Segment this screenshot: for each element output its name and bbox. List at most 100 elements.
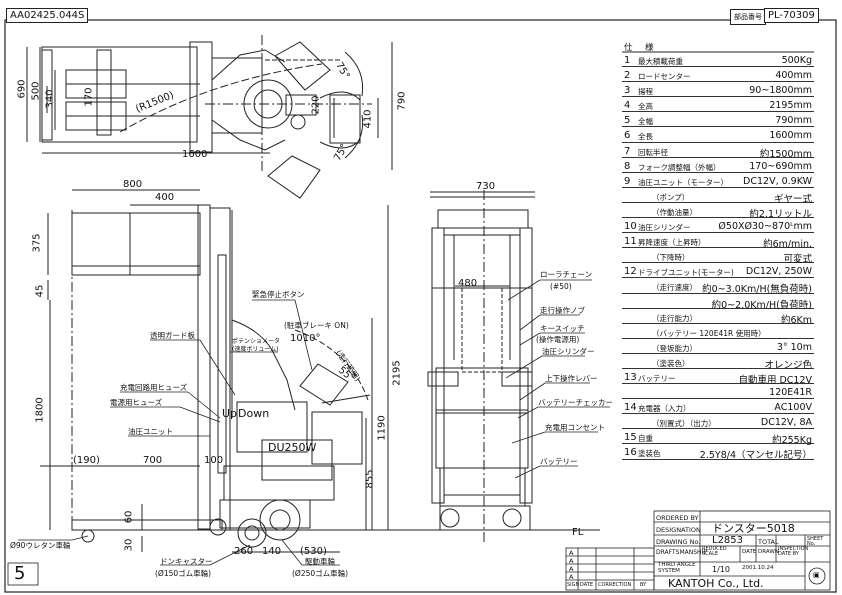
spec-table-title: 仕 様	[624, 43, 656, 53]
spec-row: （バッテリー 120E41R 使用時）	[622, 324, 814, 339]
callout-emergency-stop: 緊急停止ボタン	[252, 290, 305, 299]
spec-row: （走行能力）約6Km	[622, 309, 814, 326]
spec-row-value: DC12V, 250W	[745, 266, 812, 278]
dim-410: 410	[362, 109, 374, 129]
spec-row: （別置式）（出力）DC12V, 8A	[622, 414, 814, 430]
company-name: KANTOH Co., Ltd.	[668, 577, 764, 590]
callout-charge-fuse: 充電回路用ヒューズ	[120, 383, 188, 392]
spec-row-number: 8	[624, 160, 631, 172]
spec-row-label: 全長	[638, 132, 653, 142]
callout-roller-chain-spec: (#50)	[550, 282, 572, 291]
dim-1800: 1800	[34, 397, 46, 423]
spec-row-number: 15	[624, 432, 637, 444]
spec-row-value: 1600mm	[769, 130, 812, 142]
spec-row-number: 7	[624, 145, 631, 157]
by-label: BY	[640, 582, 647, 588]
doc-id-text: AA02425.044S	[10, 10, 85, 21]
callout-battery: バッテリー	[540, 457, 578, 466]
spec-row-number: 4	[624, 100, 631, 112]
callout-travel-knob: 走行操作ノブ	[540, 306, 585, 315]
spec-row-value: 500Kg	[781, 55, 812, 66]
spec-row-label: 全幅	[638, 117, 653, 127]
spec-row-label: 油圧シリンダー	[638, 223, 691, 233]
spec-row-number: 10	[624, 221, 637, 233]
callout-parking-brake: (駐車ブレーキ ON)	[284, 321, 349, 330]
rev-mark-4: A	[569, 573, 574, 581]
spec-row-number: 16	[624, 447, 637, 459]
dim-690: 690	[16, 79, 28, 99]
dim-375: 375	[31, 233, 43, 253]
dim-1010: 1010°	[290, 333, 321, 344]
spec-row-value: 約6m/min.	[763, 239, 812, 251]
dim-2195: 2195	[391, 360, 403, 386]
spec-row-value: DC12V, 0.9KW	[743, 175, 812, 187]
spec-row-value: 可変式	[783, 254, 812, 266]
callout-caster: ドンキャスター	[160, 557, 213, 566]
spec-row-value: 約0~3.0Km/H(無負荷時)	[702, 284, 812, 296]
title-block-grid	[565, 510, 831, 591]
drawing-no-label: DRAWING No.	[656, 538, 701, 546]
dim-1190: 1190	[376, 415, 388, 441]
part-no: PL-70309	[764, 8, 819, 23]
dim-220: 220	[310, 95, 322, 115]
dim-45: 45	[34, 284, 46, 298]
callout-clear-guard: 透明ガード板	[150, 331, 195, 340]
draftsmanship-label: DRAFTSMANSHIP	[656, 549, 707, 556]
spec-row-value: 約1500mm	[759, 148, 812, 160]
spec-row-label: 回転半径	[638, 147, 668, 157]
callout-urethane-wheel: Ø90ウレタン車輪	[10, 541, 71, 550]
part-no-text: PL-70309	[768, 10, 815, 21]
callout-hydraulic-cylinder: 油圧シリンダー	[542, 347, 595, 356]
sheet-no-label: SHEET No.	[807, 536, 824, 547]
side-view	[40, 189, 600, 553]
dim-340: 340	[44, 89, 56, 109]
designation-label: DESIGNATION	[656, 526, 701, 534]
dim-790: 790	[396, 91, 408, 111]
spec-row-value: ギヤー式	[773, 193, 812, 205]
callout-battery-checker: バッテリーチェッカー	[538, 398, 613, 407]
spec-row-number: 13	[624, 371, 637, 383]
label-up: Up	[222, 407, 238, 420]
callout-key-switch: キースイッチ	[540, 324, 585, 333]
spec-row-label: （下降時）	[652, 253, 690, 263]
spec-row-label: （別置式）（出力）	[652, 419, 716, 429]
callout-hydraulic-unit: 油圧ユニット	[128, 427, 173, 436]
spec-row-value: 約255Kg	[772, 435, 812, 447]
spec-row-value: AC100V	[774, 402, 812, 414]
callout-caster-spec: (Ø150ゴム車輪)	[155, 569, 212, 578]
date-col-label: DATE	[580, 582, 594, 588]
dim-800: 800	[123, 179, 143, 190]
spec-row-label: （登坂能力）	[652, 343, 697, 353]
scale-value: 1/10	[712, 565, 730, 574]
spec-row-value: 約2.1リットル	[749, 208, 812, 220]
label-down: Down	[238, 407, 270, 420]
doc-id: AA02425.044S	[6, 8, 89, 23]
ordered-by-label: ORDERED BY	[656, 514, 699, 522]
spec-row-number: 11	[624, 236, 637, 248]
rev-mark-3: A	[569, 565, 574, 573]
spec-row-value: オレンジ色	[764, 359, 812, 371]
dim-530: (530)	[300, 546, 327, 557]
dim-140: 140	[262, 546, 282, 557]
spec-row-label: フォーク調整幅（外幅）	[638, 162, 721, 172]
spec-row: （下降時） 可変式	[622, 248, 814, 266]
front-view	[427, 190, 535, 545]
callout-drive-wheel: 駆動車輪	[305, 557, 335, 566]
dim-500: 500	[30, 81, 42, 101]
correction-label: CORRECTION	[598, 582, 632, 588]
spec-row-number: 14	[624, 402, 637, 414]
total-label: TOTAL	[758, 538, 779, 546]
spec-row-label: 充電器（入力）	[638, 404, 691, 414]
spec-row: 約0~2.0Km/H(負荷時)	[622, 294, 814, 311]
callout-charge-outlet: 充電用コンセント	[545, 423, 605, 432]
spec-row-label: 自重	[638, 434, 653, 444]
dim-730: 730	[476, 181, 496, 192]
